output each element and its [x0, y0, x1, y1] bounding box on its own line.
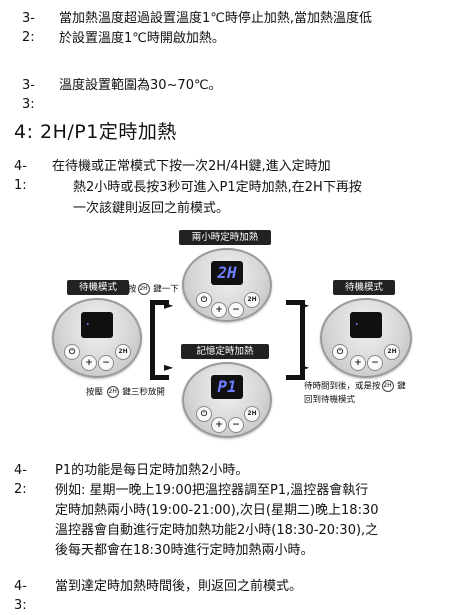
right-bracket — [286, 300, 305, 380]
section-text-line: 於設置溫度1℃時開啟加熱。 — [59, 31, 225, 46]
label-memory-timer-heating: 記憶定時加熱 — [181, 344, 269, 359]
arrow-right-icon: ► — [300, 298, 310, 312]
section-text-line: 後每天都會在18:30時進行定時加熱兩小時。 — [55, 543, 314, 558]
minus-button[interactable]: − — [98, 355, 114, 371]
note-hold-three-seconds: 按壓 2H 鍵三秒放開 — [86, 386, 165, 399]
note-text: 按 — [128, 284, 137, 295]
section-text-line: 例如: 星期一晚上19:00把溫控器調至P1,溫控器會執行 — [55, 483, 369, 498]
minus-button[interactable]: − — [228, 417, 244, 433]
arrow-right-icon: ► — [164, 360, 174, 374]
section-text-line: P1的功能是每日定時加熱2小時。 — [55, 463, 249, 478]
section-number: 3-3: — [22, 78, 35, 112]
section-number: 4-2: — [14, 463, 27, 497]
timer-key-icon: 2H — [106, 386, 119, 398]
timer-key-button[interactable]: 2H — [244, 406, 260, 422]
left-bracket — [150, 300, 169, 380]
timer-key-button[interactable]: 2H — [384, 344, 400, 360]
label-standby-right: 待機模式 — [333, 280, 395, 295]
thermostat-p1: P1 ⏻ + − 2H — [182, 362, 272, 438]
display-screen: 2H — [211, 261, 243, 285]
section-text-line: 一次該鍵則返回之前模式。 — [73, 201, 230, 216]
note-return-standby-line2: 回到待機模式 — [304, 395, 356, 405]
plus-button[interactable]: + — [211, 417, 227, 433]
plus-button[interactable]: + — [350, 355, 366, 371]
thermostat-2h: 2H ⏻ + − 2H — [182, 248, 272, 322]
section-text-line: 當加熱溫度超過設置溫度1℃時停止加熱,當加熱溫度低 — [59, 11, 373, 26]
section-text-line: 當到達定時加熱時間後，則返回之前模式。 — [55, 579, 303, 594]
timer-key-button[interactable]: 2H — [244, 292, 260, 308]
section-text-line: 熱2小時或長按3秒可進入P1定時加熱,在2H下再按 — [73, 180, 362, 195]
plus-button[interactable]: + — [211, 302, 227, 318]
section-text-line: 在待機或正常模式下按一次2H/4H鍵,進入定時加 — [52, 159, 331, 174]
thermostat-standby-right: . ⏻ + − 2H — [320, 298, 412, 378]
section-number: 4-3: — [14, 579, 27, 613]
power-icon[interactable]: ⏻ — [196, 406, 212, 422]
note-text: 鍵三秒放開 — [122, 387, 165, 398]
plus-button[interactable]: + — [81, 355, 97, 371]
display-screen: P1 — [211, 375, 243, 399]
display-screen: . — [350, 312, 382, 338]
minus-button[interactable]: − — [228, 302, 244, 318]
section-text-line: 定時加熱兩小時(19:00-21:00),次日(星期二)晚上18:30 — [55, 503, 379, 518]
thermostat-standby-left: . ⏻ + − 2H — [52, 298, 142, 378]
timer-key-button[interactable]: 2H — [115, 344, 131, 360]
arrow-right-icon: ► — [164, 298, 174, 312]
label-standby-left: 待機模式 — [67, 280, 129, 295]
minus-button[interactable]: − — [367, 355, 383, 371]
arrow-right-icon: ► — [300, 360, 310, 374]
note-text: 待時間到後，或是按 — [304, 381, 381, 392]
timer-key-icon: 2H — [381, 380, 394, 392]
power-icon[interactable]: ⏻ — [332, 344, 348, 360]
power-icon[interactable]: ⏻ — [196, 292, 212, 308]
display-screen: . — [81, 312, 113, 338]
section-number: 4-1: — [14, 159, 27, 193]
note-text: 鍵一下 — [153, 284, 179, 295]
note-text: 按壓 — [86, 387, 104, 398]
section-number: 3-2: — [22, 11, 35, 45]
section-text-line: 溫度設置範圍為30~70℃。 — [59, 78, 222, 93]
label-two-hour-heating: 兩小時定時加熱 — [179, 230, 271, 245]
section-text-line: 溫控器會自動進行定時加熱功能2小時(18:30-20:30),之 — [55, 523, 379, 538]
note-text: 鍵 — [397, 381, 406, 392]
power-icon[interactable]: ⏻ — [64, 344, 80, 360]
timer-key-icon: 2H — [137, 283, 150, 295]
section-heading: 4: 2H/P1定時加熱 — [14, 121, 177, 143]
